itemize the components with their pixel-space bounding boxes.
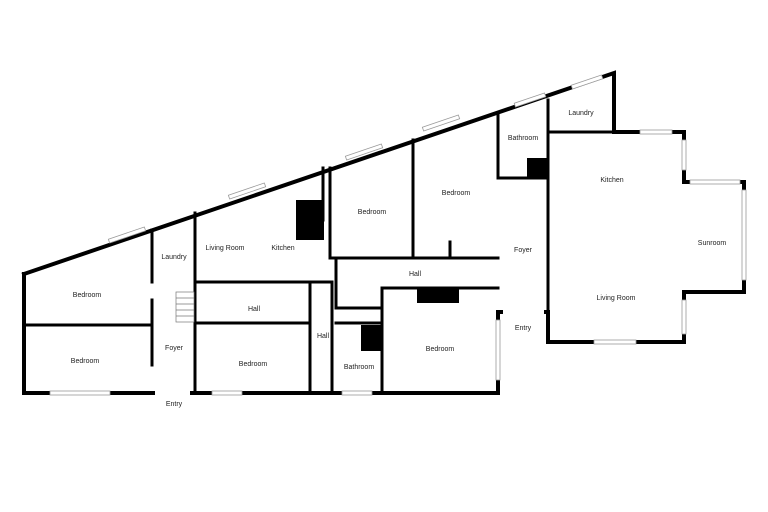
room-label-living-room: Living Room (206, 245, 245, 252)
room-label-sunroom: Sunroom (698, 240, 727, 247)
room-label-foyer: Foyer (514, 247, 533, 254)
room-label-bathroom: Bathroom (508, 135, 539, 142)
room-label-hall: Hall (317, 333, 330, 340)
room-labels: Bedroom Bedroom Laundry Foyer Entry Livi… (71, 110, 727, 408)
room-label-kitchen: Kitchen (600, 177, 623, 184)
room-label-living-room: Living Room (597, 295, 636, 302)
bath-fixture-e (527, 158, 547, 178)
room-label-bedroom: Bedroom (442, 190, 471, 197)
windows (49, 74, 747, 396)
room-label-bedroom: Bedroom (73, 292, 102, 299)
room-label-laundry: Laundry (568, 110, 594, 117)
door-openings (155, 309, 544, 396)
room-label-foyer: Foyer (165, 345, 184, 352)
room-label-laundry: Laundry (161, 254, 187, 261)
room-label-hall: Hall (409, 271, 422, 278)
fixtures (296, 158, 547, 351)
room-label-bedroom: Bedroom (239, 361, 268, 368)
room-label-hall: Hall (248, 306, 261, 313)
room-label-entry: Entry (515, 325, 532, 332)
room-label-bathroom: Bathroom (344, 364, 375, 371)
room-label-bedroom: Bedroom (358, 209, 387, 216)
stairs (175, 291, 195, 323)
fireplace-c (417, 289, 459, 303)
bath-fixture (361, 325, 381, 351)
room-label-bedroom: Bedroom (426, 346, 455, 353)
room-label-kitchen: Kitchen (271, 245, 294, 252)
interior-walls (22, 98, 616, 395)
kitchen-counter-w (296, 200, 324, 240)
room-label-bedroom: Bedroom (71, 358, 100, 365)
room-label-entry: Entry (166, 401, 183, 408)
